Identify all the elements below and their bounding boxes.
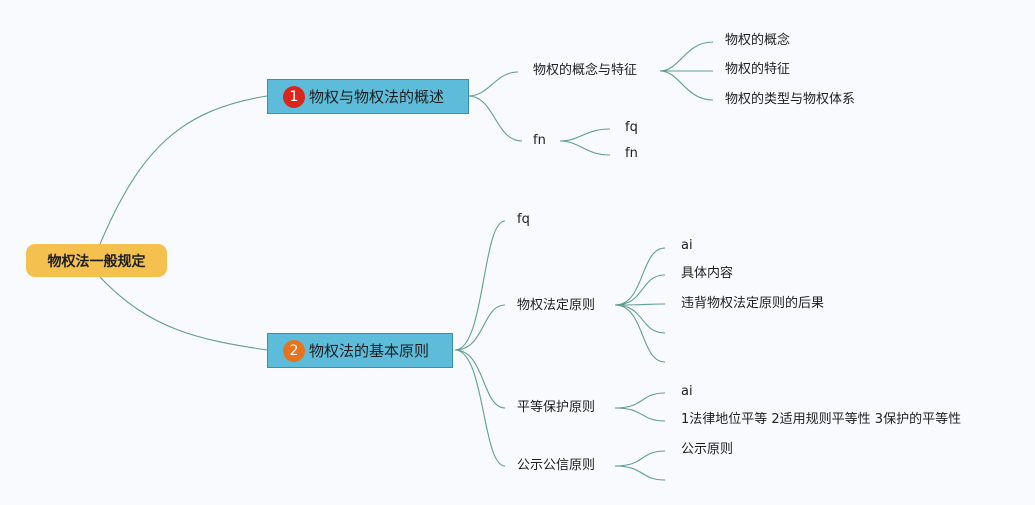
- leaf-node[interactable]: 物权的类型与物权体系: [725, 92, 856, 107]
- leaf-node[interactable]: 物权的概念: [725, 33, 791, 48]
- leaf-node[interactable]: 1法律地位平等 2适用规则平等性 3保护的平等性: [681, 412, 962, 427]
- connector-root-topic2: [99, 276, 268, 351]
- leaf-node[interactable]: ai: [681, 384, 693, 399]
- connector-topic2-sub: [454, 349, 506, 409]
- leaf-node[interactable]: ai: [681, 238, 693, 253]
- connector-topic2-sub: [454, 220, 506, 351]
- connector-sub-leaf: [614, 465, 666, 481]
- topic-label: 物权法的基本原则: [309, 342, 430, 360]
- priority-2-icon: 2: [283, 339, 305, 362]
- connector-root-topic1: [99, 95, 268, 245]
- subtopic-node[interactable]: 物权的概念与特征: [533, 63, 638, 78]
- connector-topic1-sub2: [467, 95, 523, 142]
- connector-sub-leaf: [614, 274, 666, 306]
- connector-sub-leaf: [614, 304, 666, 334]
- root-label: 物权法一般规定: [47, 253, 146, 270]
- connector-topic2-sub: [454, 349, 506, 467]
- leaf-node[interactable]: 具体内容: [681, 266, 734, 281]
- connector-sub-leaf: [614, 450, 666, 467]
- leaf-node[interactable]: 公示原则: [681, 442, 734, 457]
- subtopic-node[interactable]: fq: [517, 212, 530, 227]
- connector-sub-leaf: [659, 70, 714, 101]
- subtopic-node[interactable]: fn: [533, 133, 546, 148]
- connector-topic1-sub1: [467, 71, 519, 97]
- connector-sub-leaf: [614, 304, 666, 363]
- topic-node-principles[interactable]: 2 物权法的基本原则: [267, 333, 453, 368]
- connector-sub-leaf: [559, 128, 611, 142]
- connector-sub-leaf: [559, 140, 611, 156]
- topic-label: 物权与物权法的概述: [309, 88, 445, 106]
- priority-1-icon: 1: [283, 85, 305, 108]
- leaf-node[interactable]: 违背物权法定原则的后果: [681, 296, 825, 311]
- subtopic-node[interactable]: 平等保护原则: [517, 400, 596, 415]
- subtopic-node[interactable]: 物权法定原则: [517, 298, 596, 313]
- topic-node-overview[interactable]: 1 物权与物权法的概述: [267, 79, 469, 114]
- subtopic-node[interactable]: 公示公信原则: [517, 458, 596, 473]
- leaf-node[interactable]: 物权的特征: [725, 62, 791, 77]
- connector-topic2-sub: [454, 304, 506, 351]
- root-node[interactable]: 物权法一般规定: [26, 244, 167, 277]
- connector-sub-leaf: [614, 247, 666, 306]
- connector-sub-leaf: [659, 41, 714, 72]
- connector-sub-leaf: [614, 407, 666, 422]
- leaf-node[interactable]: fn: [625, 146, 638, 161]
- connector-sub-leaf: [614, 303, 666, 306]
- connector-sub-leaf: [614, 392, 666, 409]
- leaf-node[interactable]: fq: [625, 120, 638, 135]
